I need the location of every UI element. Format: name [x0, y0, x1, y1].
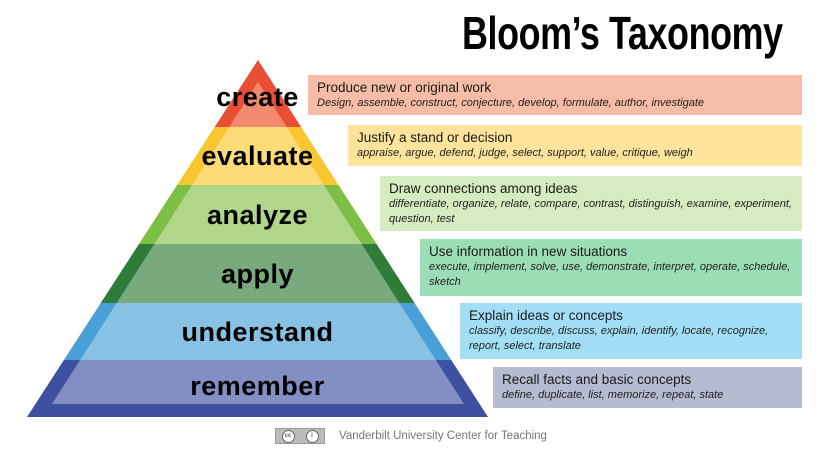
- description-heading: Draw connections among ideas: [389, 181, 578, 196]
- description-verbs: appraise, argue, defend, judge, select, …: [357, 147, 693, 159]
- credit-text: Vanderbilt University Center for Teachin…: [339, 430, 547, 442]
- level-label-understand: understand: [181, 317, 334, 347]
- description-verbs: define, duplicate, list, memorize, repea…: [502, 389, 724, 401]
- description-verbs: Design, assemble, construct, conjecture,…: [317, 97, 705, 109]
- pyramid-band-inner-understand: [79, 303, 437, 361]
- description-box-understand: Explain ideas or concepts classify, desc…: [460, 303, 802, 359]
- description-heading: Justify a stand or decision: [357, 130, 513, 145]
- pyramid-band-inner-analyze: [154, 185, 362, 245]
- page-title: Bloom’s Taxonomy: [462, 7, 783, 59]
- pyramid-band-inner-remember: [52, 360, 464, 404]
- description-box-create: Produce new or original work Design, ass…: [308, 75, 802, 115]
- description-heading: Produce new or original work: [317, 80, 492, 95]
- level-label-evaluate: evaluate: [201, 141, 314, 171]
- description-heading: Use information in new situations: [429, 244, 628, 259]
- level-label-apply: apply: [220, 259, 295, 289]
- level-label-create: create: [216, 82, 299, 112]
- description-verbs: classify, describe, discuss, explain, id…: [469, 325, 769, 352]
- pyramid-band-inner-create: [228, 82, 288, 128]
- description-heading: Recall facts and basic concepts: [502, 372, 692, 387]
- description-verbs: execute, implement, solve, use, demonstr…: [429, 261, 791, 288]
- pyramid-band-inner-apply: [116, 244, 400, 304]
- description-verbs: differentiate, organize, relate, compare…: [389, 198, 792, 225]
- description-box-remember: Recall facts and basic concepts define, …: [493, 367, 802, 408]
- level-label-analyze: analyze: [206, 200, 309, 230]
- description-box-apply: Use information in new situations execut…: [420, 239, 802, 296]
- level-label-remember: remember: [190, 371, 325, 401]
- pyramid-band-inner-evaluate: [191, 127, 325, 186]
- description-heading: Explain ideas or concepts: [469, 308, 623, 323]
- description-box-analyze: Draw connections among ideas differentia…: [380, 176, 802, 231]
- description-box-evaluate: Justify a stand or decision appraise, ar…: [348, 125, 802, 166]
